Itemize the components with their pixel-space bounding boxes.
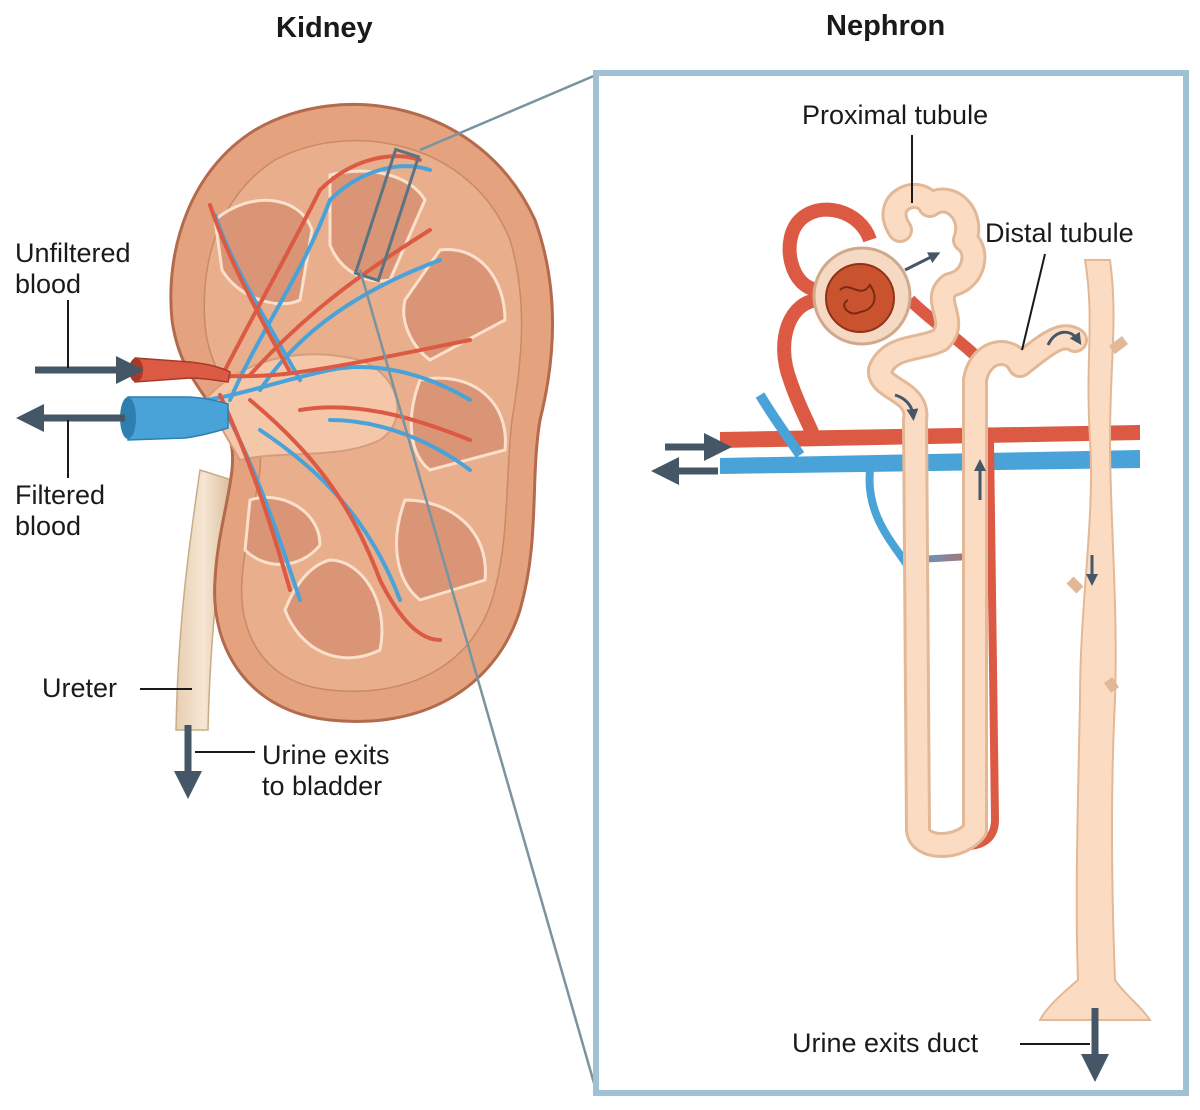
nephron-artery	[720, 425, 1140, 448]
kidney-title: Kidney	[276, 12, 373, 44]
filtered-blood-line1: Filtered	[15, 480, 106, 510]
ureter-label: Ureter	[42, 673, 118, 703]
distal-tubule-label: Distal tubule	[985, 218, 1134, 248]
unfiltered-blood-line1: Unfiltered	[15, 238, 131, 268]
proximal-tubule-label: Proximal tubule	[802, 100, 989, 130]
arrow-icon	[15, 356, 1109, 1082]
glomerulus	[825, 263, 895, 333]
nephron-tubule	[867, 183, 1088, 858]
nephron-title: Nephron	[826, 10, 946, 42]
urine-exits-bladder-label: Urine exits to bladder	[262, 740, 390, 802]
urine-exits-duct-label: Urine exits duct	[792, 1028, 979, 1058]
leader-lines	[67, 135, 1090, 1045]
zoom-box	[353, 147, 421, 283]
collecting-duct	[1038, 259, 1152, 1021]
urine-exits-line1: Urine exits	[262, 740, 390, 770]
filtered-blood-label: Filtered blood	[15, 480, 105, 542]
renal-pyramids	[213, 169, 507, 660]
nephron-vein	[720, 450, 1140, 474]
renal-artery	[134, 357, 231, 383]
unfiltered-blood-line2: blood	[15, 269, 82, 299]
urine-exits-line2: to bladder	[262, 771, 383, 801]
renal-vein	[127, 396, 229, 441]
filtered-blood-line2: blood	[15, 511, 82, 541]
arrow-icon	[894, 252, 1098, 586]
unfiltered-blood-label: Unfiltered blood	[15, 238, 131, 300]
